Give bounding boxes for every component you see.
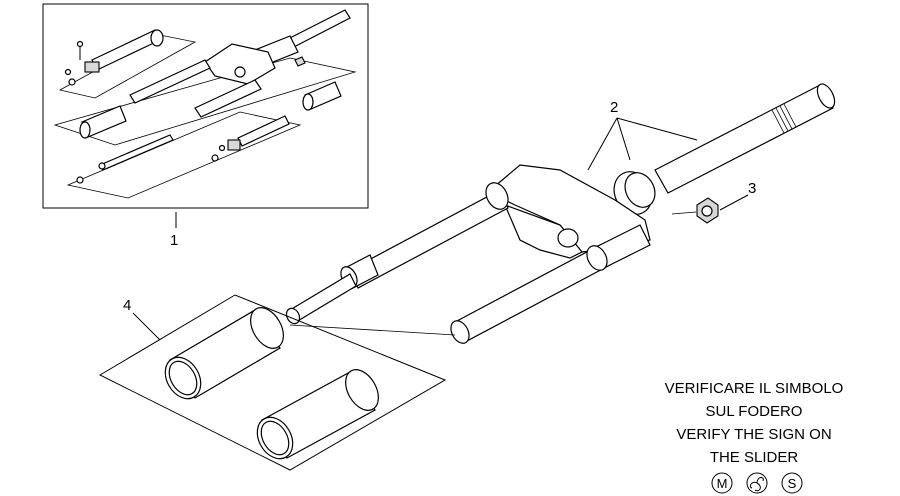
callout-1: 1 [170,232,178,249]
leader-3 [719,194,749,211]
note-line-1: VERIFICARE IL SIMBOLO [665,380,844,397]
inset-damper-rod-upper [99,134,174,171]
slider-group-outline [98,294,447,471]
inset-lower-outline [66,111,302,199]
fork-leg-right [450,224,651,344]
nut-part [696,197,719,224]
leader-4 [132,312,161,341]
inset-tube-right [194,79,262,118]
steering-stem [613,83,836,215]
crown-stem-hole [557,228,579,248]
inset-fork-leg-upper [91,29,161,71]
fork-leg-left [285,182,509,325]
note-line-2: SUL FODERO [706,403,803,420]
inset-sleeves [79,81,342,139]
leader-2c [616,117,631,161]
inset-hardware [64,40,306,184]
slider-lower [256,369,379,460]
leader-2b [616,117,698,141]
callout-4: 4 [123,297,131,314]
symbol-m: M [717,476,728,491]
note-block: VERIFICARE IL SIMBOLO SUL FODERO VERIFY … [665,380,844,466]
callout-3: 3 [748,180,756,197]
upper-crown [486,164,651,253]
inset-kit-group [42,3,369,209]
slider-upper [164,307,284,400]
swirl-symbol-icon [746,472,768,494]
slider-axis-line [289,324,456,336]
inset-crown-hole [234,66,246,78]
note-line-4: THE SLIDER [710,449,799,466]
nut-axis-line [671,211,697,215]
symbol-m-circle [711,472,733,494]
inset-seal-ring [150,29,164,47]
inset-crown [204,43,276,85]
inset-damper-rod-lower [237,115,290,147]
symbol-s: S [788,476,797,491]
inset-sleeve-outline [53,57,357,146]
slider-symbols: M S [711,472,803,494]
inset-frame [42,3,369,209]
symbol-s-circle [781,472,803,494]
callout-2: 2 [610,99,618,116]
inset-tube-left [129,59,211,104]
note-line-3: VERIFY THE SIGN ON [676,426,831,443]
leader-2a [587,117,618,171]
